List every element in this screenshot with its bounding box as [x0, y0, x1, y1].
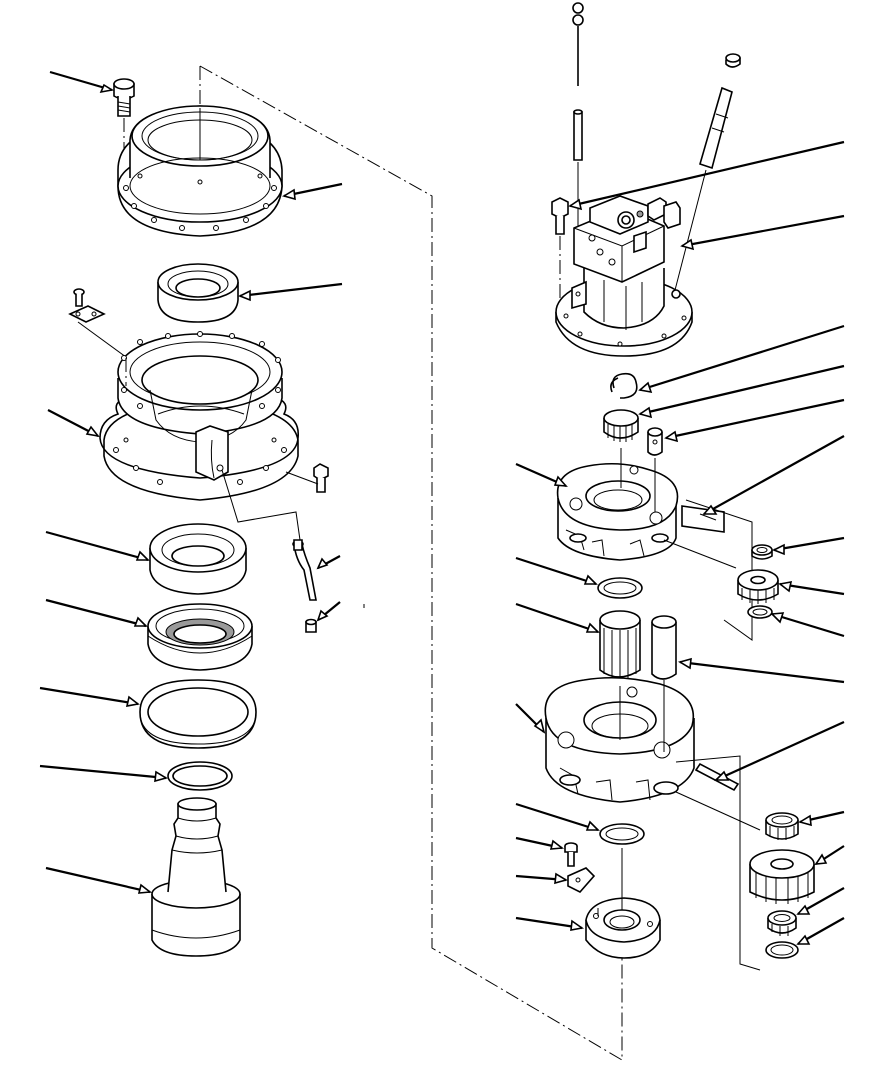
leader-sun-gear-no2 [515, 602, 599, 634]
part-seal-ring [139, 679, 257, 749]
leader-shaft-pin [715, 720, 845, 782]
part-lock-plate [567, 867, 596, 893]
part-thrust-washer-b [597, 577, 643, 599]
leader-o-ring [39, 764, 167, 780]
leader-bearing-upper [239, 282, 343, 298]
leader-thrust-washer-b [515, 556, 597, 586]
leader-bolt-top-left [49, 70, 113, 92]
leader-shim-plate [703, 435, 845, 515]
part-bolt-lower [564, 842, 578, 867]
part-dipstick [572, 2, 584, 86]
part-bolt-right [551, 197, 569, 300]
part-snap-ring [610, 372, 638, 399]
part-o-ring [167, 761, 233, 791]
part-dowel-rod [573, 109, 583, 232]
part-bearing-upper [157, 263, 239, 323]
part-planet-gear-no2 [749, 849, 815, 904]
part-shaft-pin [675, 755, 761, 971]
leader-seal-ring [39, 686, 139, 706]
part-plug-bolt [285, 463, 329, 493]
part-pin [647, 427, 663, 456]
part-carrier-no1 [556, 448, 737, 569]
leader-roller-bearing [45, 530, 149, 562]
part-thrust-washer-c [765, 941, 799, 959]
part-carrier-pin [651, 615, 677, 680]
part-grease-tube [221, 469, 317, 601]
part-thrust-washer-d [599, 823, 645, 845]
part-sun-gear-no2 [599, 610, 641, 680]
part-sun-gear [603, 409, 639, 442]
leader-bolt-right [569, 140, 845, 208]
leader-carrier-pin [679, 660, 845, 684]
leader-sun-gear [639, 364, 845, 416]
part-level-gauge-pipe [673, 53, 741, 295]
part-shim-plate [681, 499, 753, 641]
leader-oil-seal [45, 598, 147, 628]
part-carrier-no2 [544, 676, 761, 831]
part-ring-gear-housing [99, 331, 300, 501]
part-needle-bearing-small [751, 544, 773, 560]
part-swing-motor [555, 195, 693, 357]
leader-thrust-washer-d [515, 802, 599, 832]
part-collar [585, 848, 661, 959]
part-tube-fitting [305, 618, 317, 633]
part-thrust-washer-a [747, 605, 773, 619]
leader-swing-motor [681, 214, 845, 248]
part-bearing-lower [767, 910, 797, 936]
leader-needle-bearing-small [773, 536, 845, 552]
leader-thrust-washer-a [771, 612, 845, 638]
leader-snap-ring [639, 324, 845, 392]
part-plate-and-screw [68, 288, 131, 361]
leader-pinion-shaft [45, 866, 151, 894]
part-housing-flange [117, 105, 283, 237]
part-bolt-top-left [113, 78, 135, 186]
part-planet-gear-no1 [737, 569, 779, 604]
leader-pin [665, 398, 845, 440]
part-pinion-shaft [151, 797, 241, 957]
part-oil-seal [147, 603, 253, 671]
part-needle-bearing [765, 812, 799, 840]
part-roller-bearing [149, 523, 247, 595]
